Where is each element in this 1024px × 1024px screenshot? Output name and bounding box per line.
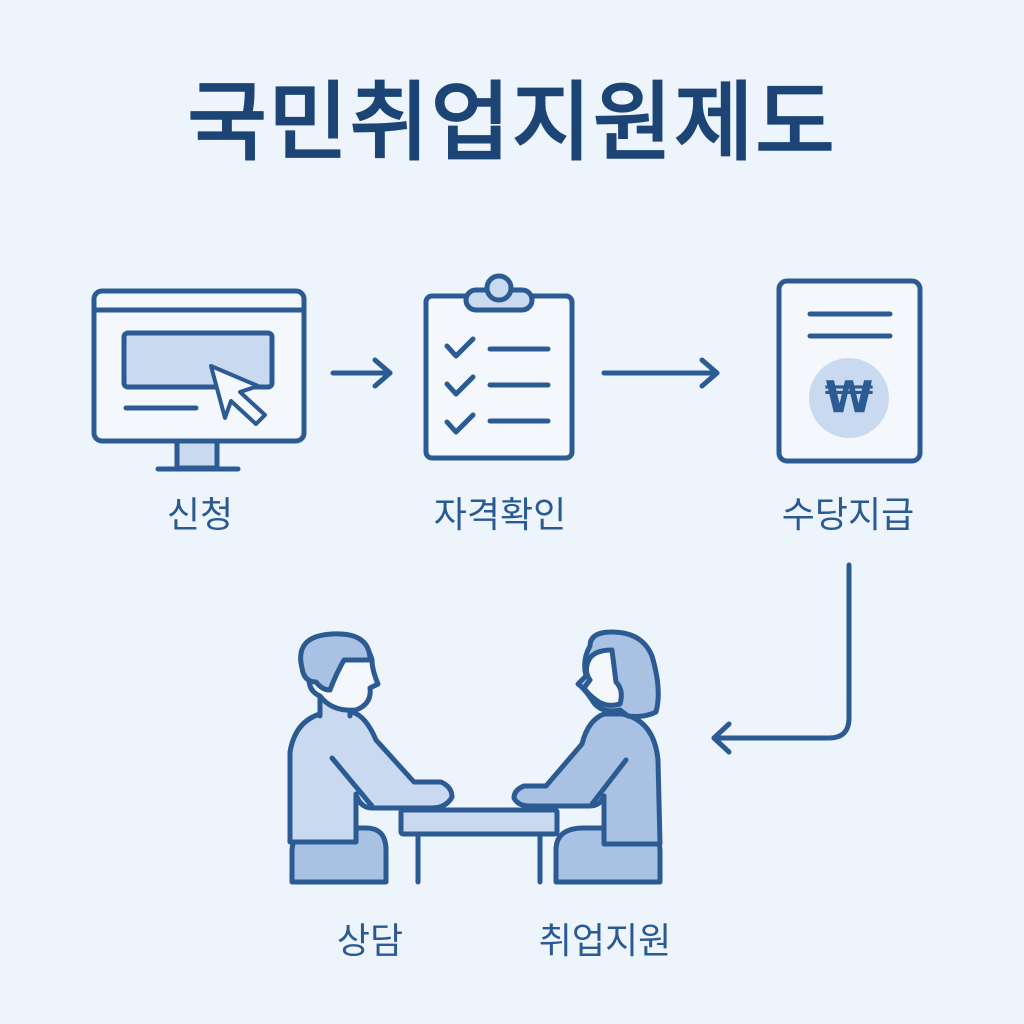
flow-arrow-2 xyxy=(601,357,720,389)
step-label-pay: 수당지급 xyxy=(781,495,915,536)
monitor-click-icon xyxy=(91,288,307,472)
counselor-man-icon xyxy=(287,631,455,885)
flow-arrow-return xyxy=(711,562,852,755)
step-label-apply: 신청 xyxy=(166,495,234,536)
flow-arrow-1 xyxy=(330,357,393,389)
won-symbol: ₩ xyxy=(824,372,874,423)
clipboard-checklist-icon xyxy=(423,273,575,461)
page-title: 국민취업지원제도 xyxy=(187,73,837,173)
client-woman-icon xyxy=(511,629,663,885)
won-document-icon xyxy=(776,278,923,464)
step-label-support: 취업지원 xyxy=(538,921,672,962)
step-label-consult: 상담 xyxy=(336,921,404,962)
table xyxy=(398,807,560,885)
step-label-check: 자격확인 xyxy=(433,495,567,536)
